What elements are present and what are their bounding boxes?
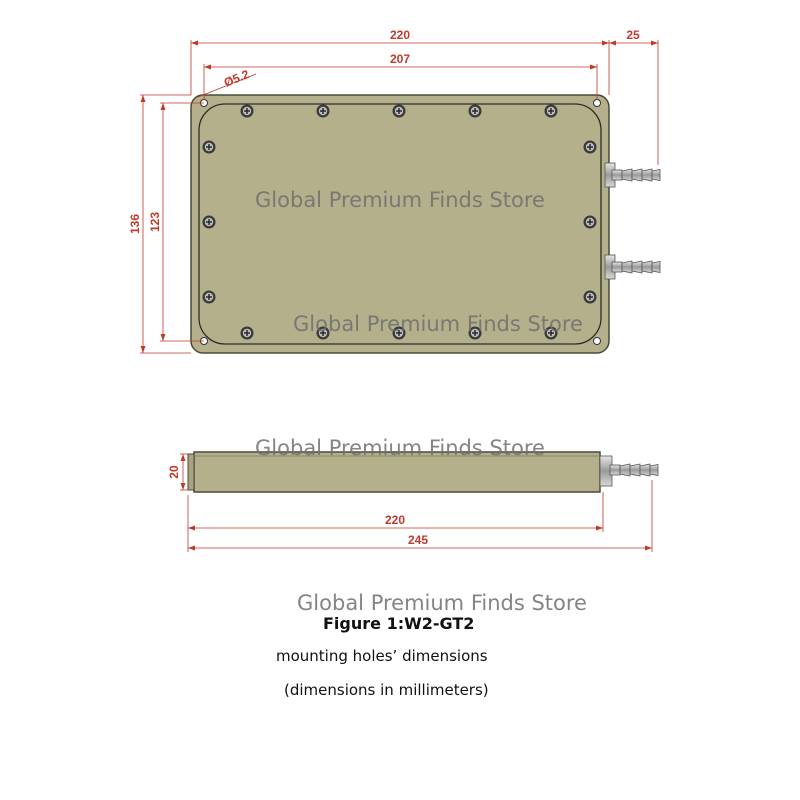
side-view: 20 220 245 [167, 451, 659, 552]
watermark: Global Premium Finds Store [293, 312, 583, 336]
dim-fitting-length: 25 [626, 28, 640, 42]
watermark: Global Premium Finds Store [255, 436, 545, 460]
plate-inner-border [198, 103, 602, 345]
figure-caption-line1: mounting holes’ dimensions [276, 647, 488, 665]
dim-top-width: 220 [390, 28, 410, 42]
inlet-fitting [604, 162, 661, 188]
mounting-hole [593, 99, 601, 107]
dim-overall-height: 136 [128, 214, 142, 234]
dim-hole-diameter: Ø5.2 [222, 67, 252, 90]
watermark: Global Premium Finds Store [297, 591, 587, 615]
dim-side-width: 220 [385, 513, 405, 527]
cold-plate [190, 94, 610, 354]
figure-title: Figure 1:W2-GT2 [323, 614, 475, 633]
outlet-fitting [604, 254, 661, 280]
top-view: 220 25 207 Ø5.2 136 123 [128, 28, 661, 354]
figure-caption-line2: (dimensions in millimeters) [284, 681, 489, 699]
dim-hole-spacing-height: 123 [148, 212, 162, 232]
dim-hole-spacing-width: 207 [390, 52, 410, 66]
side-fitting [599, 455, 659, 487]
dim-thickness: 20 [167, 465, 181, 479]
watermark: Global Premium Finds Store [255, 188, 545, 212]
mounting-hole [593, 337, 601, 345]
dim-side-total-width: 245 [408, 533, 428, 547]
